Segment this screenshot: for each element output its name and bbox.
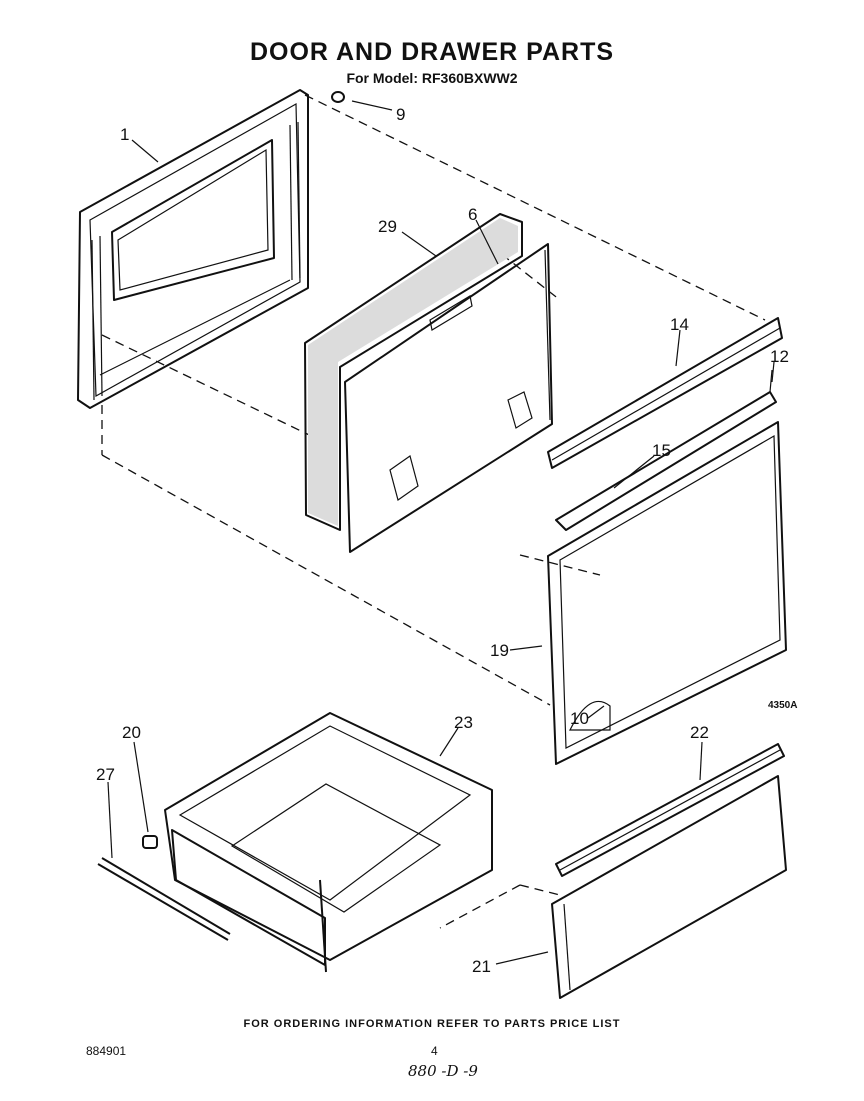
callout-27: 27 [96, 765, 115, 784]
drawer-glide [142, 835, 158, 849]
assembly-guide-lines [101, 94, 766, 929]
model-subtitle: For Model: RF360BXWW2 [346, 70, 518, 86]
callout-19: 19 [490, 641, 509, 660]
callout-leaders [107, 100, 775, 965]
door-handle [555, 369, 777, 531]
callout-6: 6 [468, 205, 477, 224]
callout-12: 12 [770, 347, 789, 366]
handwritten-note: 880 -D -9 [408, 1062, 478, 1080]
page-number: 4 [431, 1044, 438, 1058]
callout-22: 22 [690, 723, 709, 742]
callout-14: 14 [670, 315, 689, 334]
callout-9: 9 [396, 105, 405, 124]
ordering-note: FOR ORDERING INFORMATION REFER TO PARTS … [243, 1018, 621, 1030]
drawer-front-panel [551, 775, 787, 999]
insulation-panel [304, 213, 523, 531]
callout-20: 20 [122, 723, 141, 742]
inner-door-panel [344, 243, 553, 553]
drawer-trim-strip [555, 743, 785, 877]
callout-21: 21 [472, 957, 491, 976]
callout-10: 10 [570, 709, 589, 728]
callout-23: 23 [454, 713, 473, 732]
clip-part [331, 91, 345, 103]
callout-29: 29 [378, 217, 397, 236]
top-trim-strip [547, 317, 783, 469]
page-title: DOOR AND DRAWER PARTS [249, 38, 615, 66]
drawer-rail [97, 857, 231, 941]
callout-15: 15 [652, 441, 671, 460]
document-number: 884901 [86, 1044, 127, 1058]
callout-1: 1 [120, 125, 129, 144]
callout-numbers: 1 9 29 6 14 12 15 19 10 20 23 27 22 21 [96, 105, 789, 976]
storage-drawer [164, 712, 493, 973]
door-glass-panel [547, 421, 787, 765]
figure-code: 4350A [768, 700, 797, 711]
outer-door-frame [77, 89, 309, 409]
